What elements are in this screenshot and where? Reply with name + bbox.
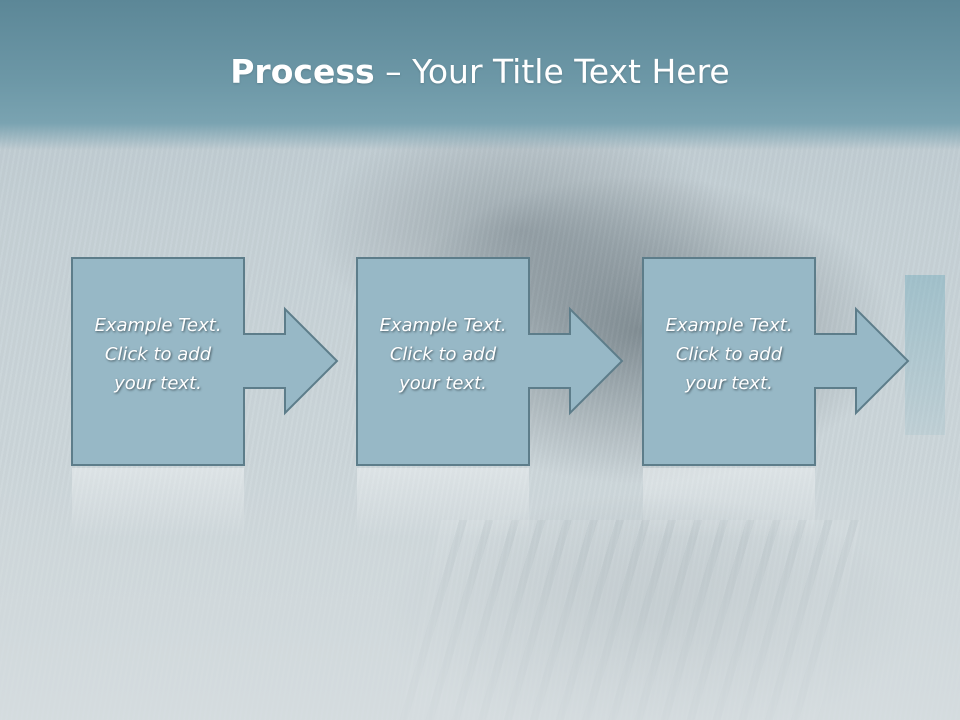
step-text-line: Click to add (389, 344, 497, 365)
step-text-line: your text. (399, 373, 487, 394)
step-text-line: Click to add (104, 344, 212, 365)
title-band (0, 0, 960, 150)
title-rest: – Your Title Text Here (374, 52, 730, 91)
step-text-line: Example Text. (94, 315, 222, 336)
step-2-text[interactable]: Example Text. Click to add your text. (357, 311, 529, 398)
step-reflection (72, 468, 244, 538)
slide-title[interactable]: Process – Your Title Text Here (0, 52, 960, 91)
step-1-shape[interactable] (71, 257, 339, 466)
step-reflection (643, 468, 815, 538)
step-3-shape[interactable] (642, 257, 910, 466)
step-text-line: Click to add (675, 344, 783, 365)
step-2-shape[interactable] (356, 257, 624, 466)
title-bold: Process (230, 52, 375, 91)
step-text-line: Example Text. (379, 315, 507, 336)
step-text-line: your text. (685, 373, 773, 394)
step-text-line: Example Text. (665, 315, 793, 336)
step-text-line: your text. (114, 373, 202, 394)
step-reflection (357, 468, 529, 538)
step-1-text[interactable]: Example Text. Click to add your text. (72, 311, 244, 398)
step-3-text[interactable]: Example Text. Click to add your text. (643, 311, 815, 398)
background-panel (905, 275, 945, 435)
